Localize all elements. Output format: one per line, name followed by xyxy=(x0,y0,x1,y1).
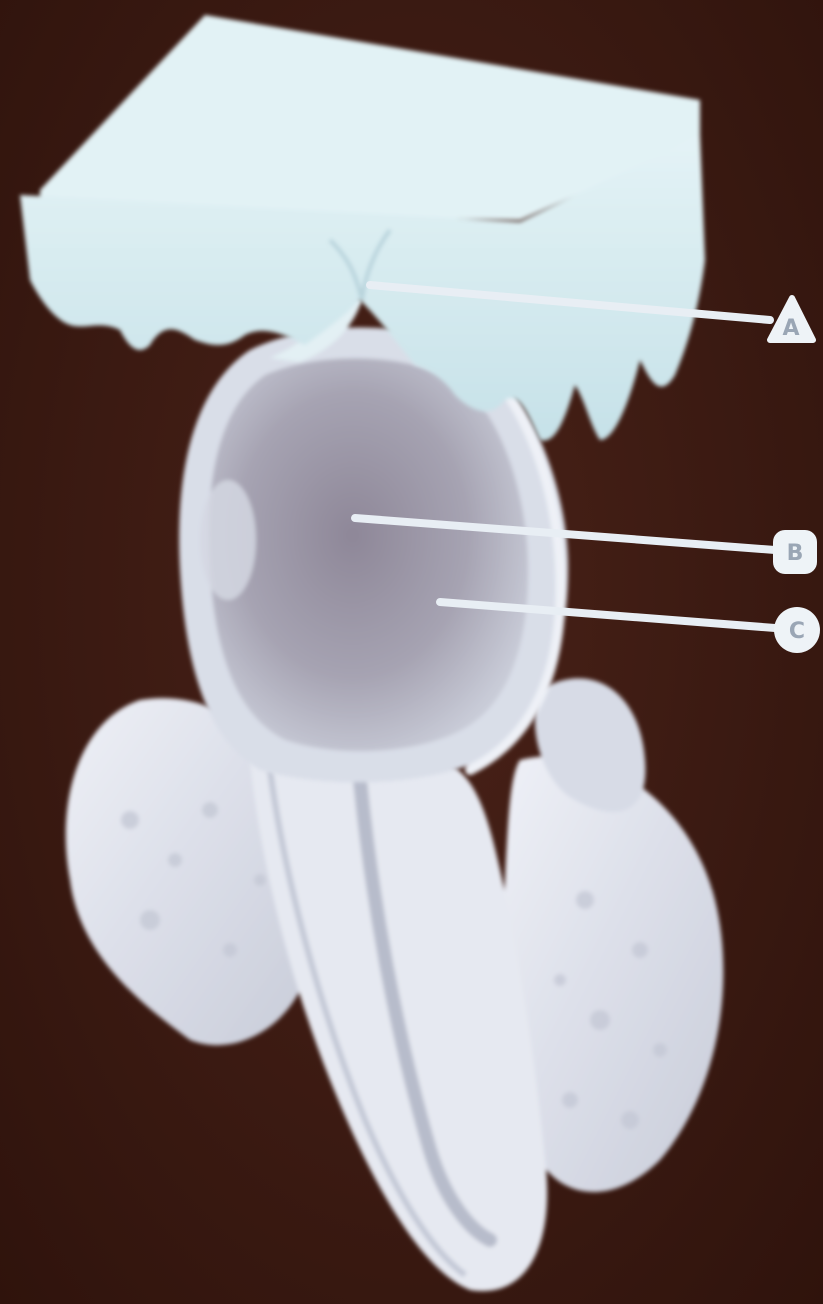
sac-lumen xyxy=(209,358,528,751)
sac-highlight xyxy=(200,480,256,600)
marker-c: C xyxy=(774,607,820,653)
marker-b: B xyxy=(773,530,817,574)
marker-a: A xyxy=(770,298,813,341)
label-c: C xyxy=(789,619,805,644)
label-b: B xyxy=(787,541,804,566)
label-a: A xyxy=(782,316,799,341)
